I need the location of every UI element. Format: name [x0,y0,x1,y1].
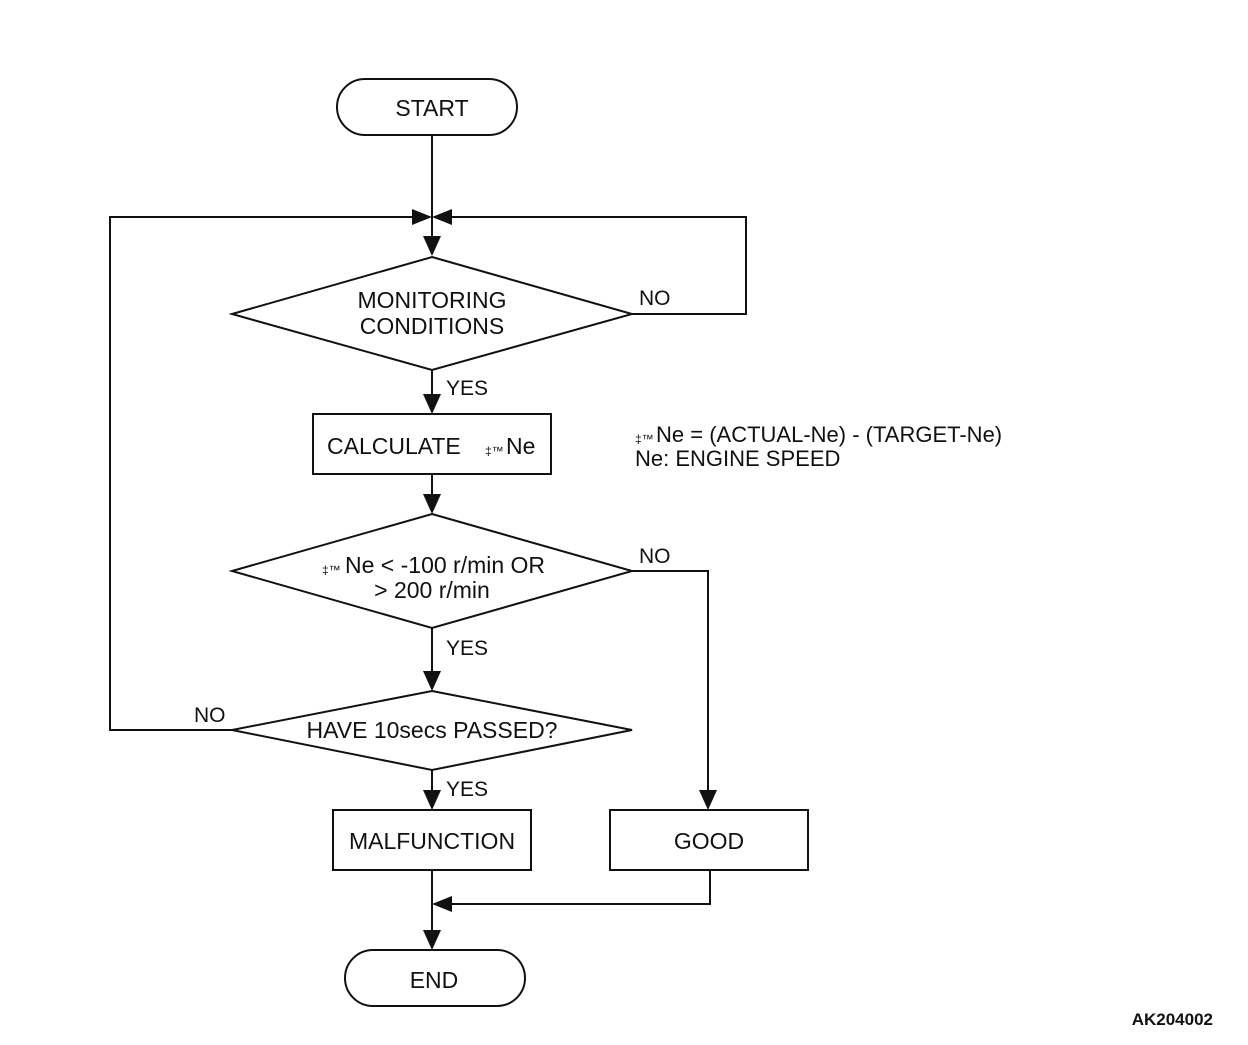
malfunction-label: MALFUNCTION [349,828,515,854]
start-label: START [395,95,468,121]
calculate-label: CALCULATE [327,433,461,459]
note-line1: Ne = (ACTUAL-Ne) - (TARGET-Ne) [656,422,1002,447]
time-no-label: NO [194,704,226,727]
monitoring-no-label: NO [639,287,671,310]
condition-label-line2: > 200 r/min [374,577,490,603]
figure-id: AK204002 [1132,1010,1213,1029]
good-process: GOOD [609,809,809,871]
time-yes-label: YES [446,778,488,801]
connector-time-no-loop [109,216,412,731]
malfunction-process: MALFUNCTION [332,809,532,871]
start-terminal: START [336,78,518,136]
time-check-label: HAVE 10secs PASSED? [307,717,558,743]
time-passed-decision: HAVE 10secs PASSED? [231,689,633,772]
connector-condition-good [632,570,709,790]
arrowhead-into-good [699,790,717,810]
condition-yes-label: YES [446,637,488,660]
calculate-process: CALCULATE ‡™ Ne [312,413,552,475]
arrowhead-loop-left [412,209,432,225]
monitoring-decision: MONITORING CONDITIONS [228,255,636,372]
calculate-variable: Ne [506,433,535,459]
delta-definition-note: ‡™ Ne = (ACTUAL-Ne) - (TARGET-Ne) Ne: EN… [635,422,1002,471]
end-terminal: END [344,949,526,1007]
monitoring-label-line2: CONDITIONS [360,313,504,339]
arrowhead-merge [432,896,452,912]
arrowhead-into-end [423,930,441,950]
arrowhead-into-calculate [423,394,441,414]
monitoring-label-line1: MONITORING [357,287,506,313]
arrowhead-into-time-check [423,671,441,691]
note-delta-glyph: ‡™ [635,432,654,446]
speed-deviation-decision: ‡™ Ne < -100 r/min OR > 200 r/min [228,512,636,630]
monitoring-yes-label: YES [446,377,488,400]
arrowhead-into-monitoring [423,236,441,256]
condition-label-line1: Ne < -100 r/min OR [345,552,545,578]
condition-delta-glyph: ‡™ [322,563,341,577]
condition-no-label: NO [639,545,671,568]
arrowhead-into-condition [423,494,441,514]
arrowhead-loop-right [432,209,452,225]
good-label: GOOD [674,828,744,854]
connector-monitoring-no-loop [452,216,747,315]
note-line2: Ne: ENGINE SPEED [635,446,840,471]
connector-good-merge [452,870,711,905]
end-label: END [410,967,459,993]
delta-glyph: ‡™ [485,444,504,458]
arrowhead-into-malfunction [423,790,441,810]
